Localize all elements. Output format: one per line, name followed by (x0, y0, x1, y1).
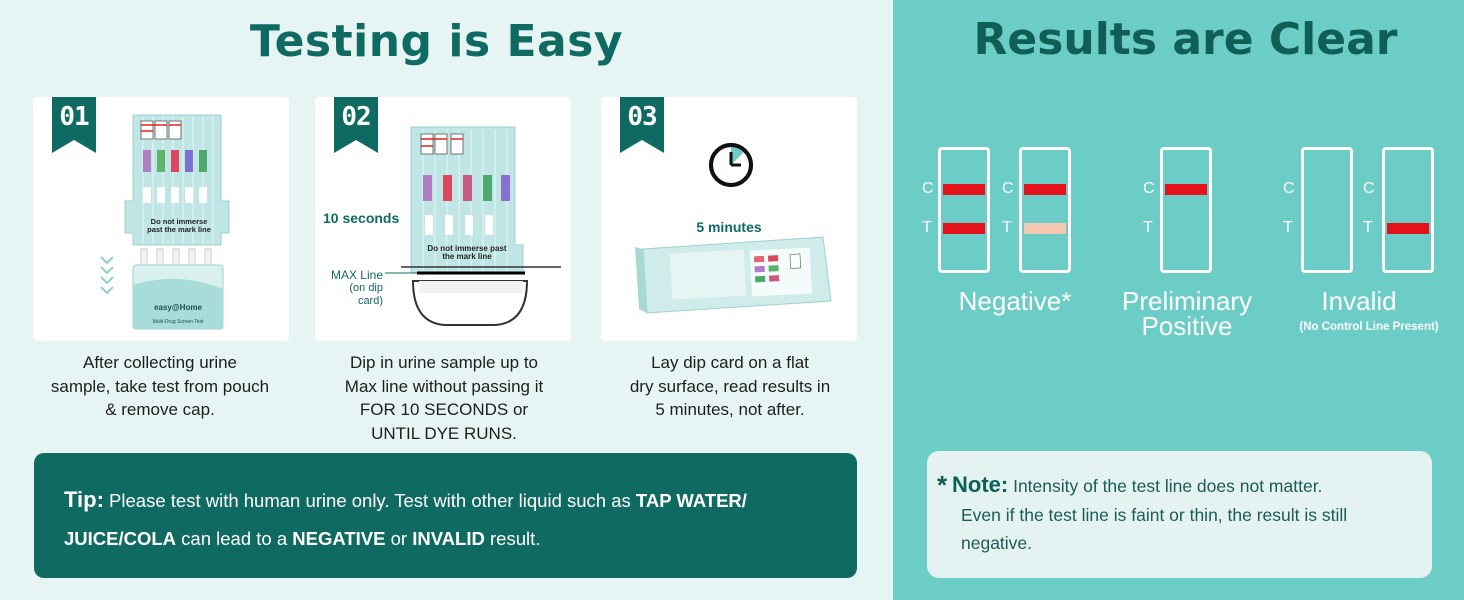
invalid-strip-1 (1301, 147, 1353, 273)
product-name: Multi-Drug Screen Test (153, 319, 204, 325)
testing-title: Testing is Easy (249, 16, 624, 67)
control-line (1024, 184, 1066, 195)
control-letter: C (1002, 180, 1014, 197)
tip-bold: NEGATIVE (292, 528, 386, 549)
invalid-sublabel: (No Control Line Present) (1299, 321, 1439, 333)
tip-text: Please test with human urine only. Test … (103, 490, 636, 511)
step-1-line: sample, take test from pouch (50, 376, 270, 396)
step-2-number: 02 (341, 102, 371, 132)
tip-label: Tip: (64, 487, 104, 512)
step-2-ribbon: 02 (334, 97, 378, 153)
test-line (1387, 223, 1429, 234)
step-3-number: 03 (627, 102, 657, 132)
minutes-label: 5 minutes (696, 219, 762, 235)
max-line-text: MAX Line (330, 268, 383, 282)
step-1-number: 01 (59, 102, 89, 132)
step-2-line: FOR 10 SECONDS or (359, 400, 529, 419)
timer-and-card-icon (635, 143, 832, 314)
step-3-ribbon: 03 (620, 97, 664, 153)
positive-label: Preliminary Positive (1102, 286, 1272, 341)
negative-strip-2 (1019, 147, 1071, 273)
tip-bold: INVALID (412, 528, 485, 549)
max-line-sub: (on dip card) (349, 282, 383, 307)
test-letter: T (1143, 219, 1153, 236)
max-line-label: MAX Line (on dip card) (323, 269, 383, 308)
control-letter: C (1363, 180, 1375, 197)
step-3-instructions: Lay dip card on a flat dry surface, read… (594, 351, 866, 422)
card-warning: Do not immerse past the mark line (427, 244, 507, 261)
step-3-line: Lay dip card on a flat (651, 353, 809, 372)
tip-bold: JUICE/COLA (64, 528, 177, 549)
note-label: Note: (952, 472, 1009, 497)
positive-label-line: Preliminary (1121, 286, 1253, 316)
card-warning: Do not immerse past the mark line (147, 217, 211, 234)
test-line (943, 223, 985, 234)
negative-label: Negative* (958, 286, 1072, 316)
step-2-card: 02 10 seconds Do not immerse past the ma… (315, 97, 571, 341)
positive-strip (1160, 147, 1212, 273)
asterisk-icon: * (937, 470, 948, 500)
results-title: Results are Clear (973, 14, 1398, 65)
test-letter: T (922, 219, 932, 236)
step-3-line: 5 minutes, not after. (655, 400, 805, 419)
step-1-card: 01 (33, 97, 289, 341)
step-3-line: dry surface, read results in (629, 376, 831, 396)
step-1-line: & remove cap. (105, 400, 215, 419)
test-letter: T (1363, 219, 1373, 236)
tip-box: Tip: Please test with human urine only. … (34, 453, 857, 578)
control-line (1165, 184, 1207, 195)
tip-text: or (385, 528, 413, 549)
step-1-line: After collecting urine (82, 353, 238, 372)
faint-test-line (1024, 223, 1066, 234)
control-line (943, 184, 985, 195)
control-letter: C (922, 180, 934, 197)
step-2-line: Max line without passing it (344, 376, 544, 396)
step-2-line: Dip in urine sample up to (349, 353, 539, 372)
tip-bold: TAP WATER/ (635, 490, 747, 511)
control-letter: C (1143, 180, 1155, 197)
clock-icon (709, 143, 753, 187)
control-letter: C (1283, 180, 1295, 197)
positive-label-line: Positive (1141, 311, 1233, 341)
test-letter: T (1002, 219, 1012, 236)
step-1-ribbon: 01 (52, 97, 96, 153)
invalid-strip-2 (1382, 147, 1434, 273)
step-3-card: 03 5 minutes (601, 97, 857, 341)
invalid-label: Invalid (1321, 286, 1397, 316)
seconds-label: 10 seconds (323, 210, 400, 226)
step-2-instructions: Dip in urine sample up to Max line witho… (308, 351, 580, 445)
note-text: negative. (961, 533, 1033, 553)
tip-text: result. (484, 528, 541, 549)
step-1-instructions: After collecting urine sample, take test… (25, 351, 295, 422)
negative-strip-1 (938, 147, 990, 273)
note-box: * Note: Intensity of the test line does … (927, 451, 1432, 578)
test-letter: T (1283, 219, 1293, 236)
note-text: Intensity of the test line does not matt… (1008, 476, 1323, 496)
tip-text: can lead to a (176, 528, 293, 549)
note-text: Even if the test line is faint or thin, … (961, 504, 1348, 525)
step-2-line: UNTIL DYE RUNS. (371, 423, 517, 443)
test-card-with-cap-icon: easy@Home Multi-Drug Screen Test (100, 114, 230, 330)
brand-mark: easy@Home (154, 303, 202, 312)
dip-card-in-cup-icon (385, 126, 561, 326)
